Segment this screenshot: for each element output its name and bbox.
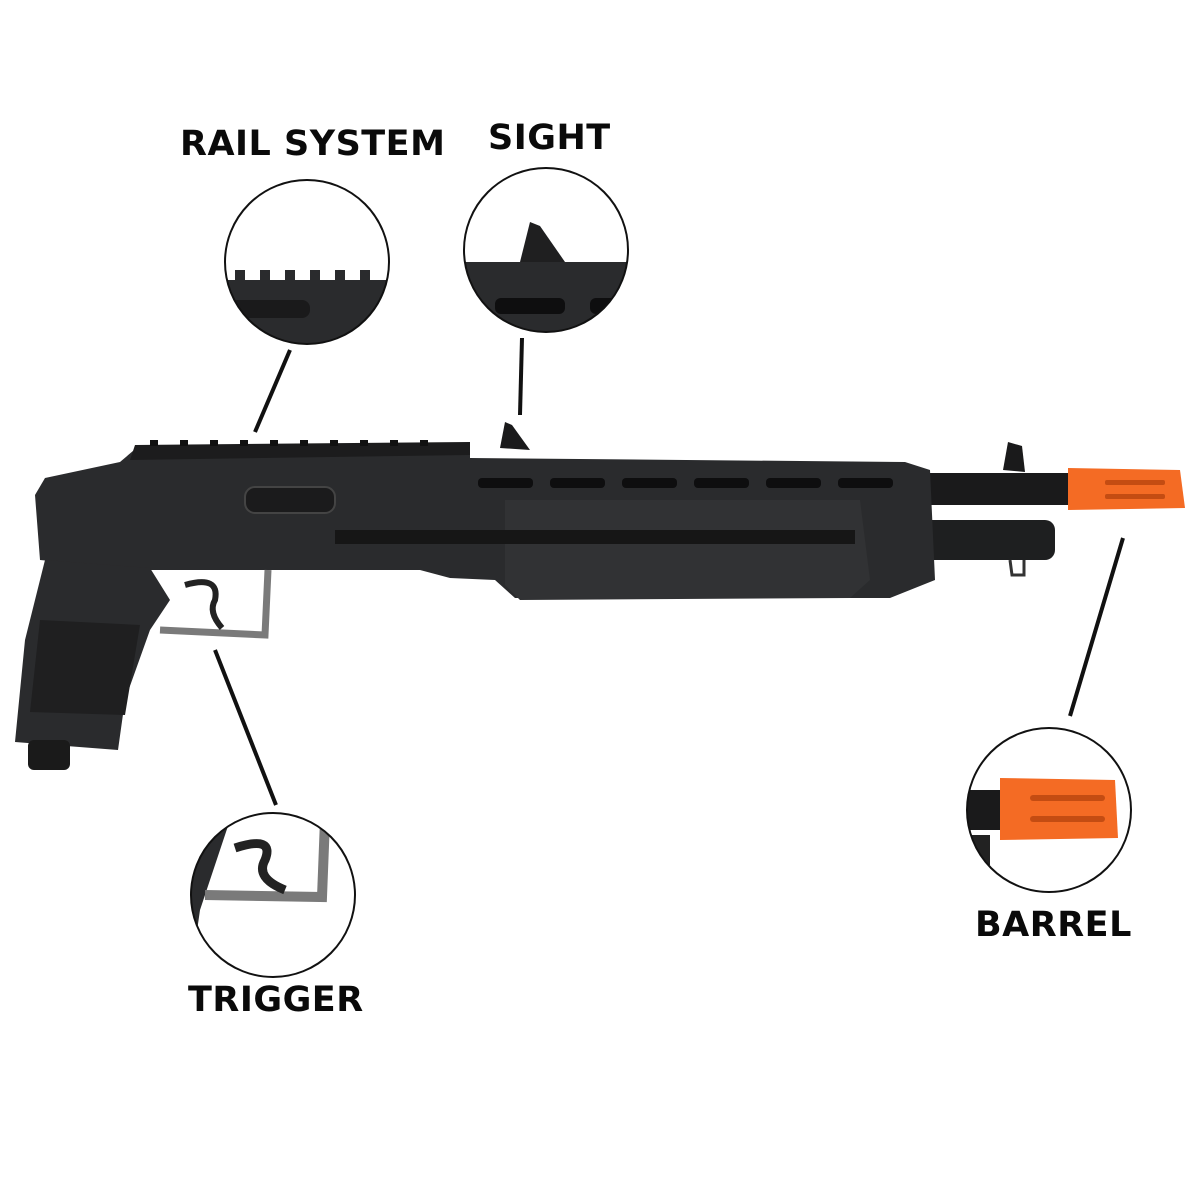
callout-label-sight: SIGHT: [488, 118, 611, 158]
barrel-upper: [920, 473, 1080, 505]
orange-tip: [1068, 468, 1185, 510]
front-sight: [1003, 442, 1025, 472]
callout-label-barrel: BARREL: [975, 905, 1132, 945]
rear-sight: [500, 422, 530, 450]
magazine-tube: [920, 520, 1055, 560]
zoom-circle-barrel: [966, 727, 1132, 893]
leader-lines: [213, 337, 1125, 806]
zoom-circle-trigger: [190, 812, 356, 978]
callout-label-rail-system: RAIL SYSTEM: [180, 124, 446, 164]
zoom-circle-sight: [463, 167, 629, 333]
zoom-circle-rail-system: [224, 179, 390, 345]
shotgun: [15, 422, 1185, 770]
rail: [130, 442, 470, 460]
trigger: [184, 579, 225, 630]
callout-label-trigger: TRIGGER: [188, 980, 364, 1020]
